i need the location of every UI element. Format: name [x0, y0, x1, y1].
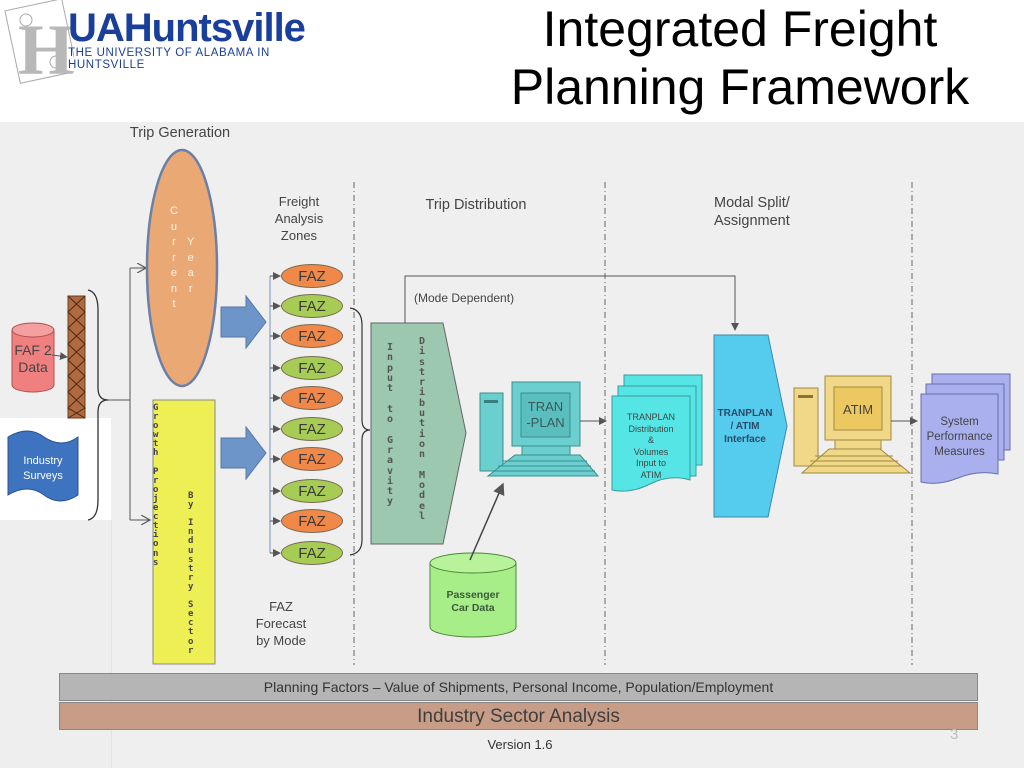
interface-label: TRANPLAN / ATIM Interface: [712, 407, 778, 446]
passenger-line-1: Passenger: [446, 589, 500, 601]
by-industry-sector-text: B y I n d u s t r y S e c t o r: [188, 491, 194, 656]
faf2-data-cylinder: [11, 322, 55, 393]
industry-surveys-label: Industry Surveys: [8, 454, 78, 484]
logo-emblem-icon: H: [4, 0, 74, 90]
uah-logo: H UAHuntsville THE UNIVERSITY OF ALABAMA…: [0, 0, 345, 90]
faf2-line-1: FAF 2: [14, 342, 52, 358]
faz-forecast-line-2: Forecast: [255, 616, 307, 631]
interface-line-2: / ATIM: [730, 421, 760, 432]
block-arrow-growth: [220, 425, 267, 481]
tranplan-docs-line: Input to: [635, 458, 667, 469]
page-number: 3: [950, 726, 959, 743]
tranplan-docs-line: ATIM: [640, 469, 662, 480]
tranplan-computer-icon: [479, 381, 600, 477]
faz-header: Freight Analysis Zones: [262, 193, 336, 244]
gravity-model-shape: [370, 322, 467, 545]
tranplan-line-1: TRAN: [527, 399, 564, 414]
faf2-label: FAF 2 Data: [8, 342, 58, 376]
faz-node: FAZ: [281, 264, 343, 288]
tranplan-line-2: -PLAN: [526, 415, 565, 430]
growth-projections-text: G r o w t h P r o j e c t i o n s: [153, 403, 159, 568]
title-line-2: Planning Framework: [510, 59, 970, 115]
system-performance-line: Measures: [934, 446, 985, 458]
faz-header-line-3: Zones: [280, 228, 318, 243]
faz-node: FAZ: [281, 417, 343, 441]
planning-factors-bar: Planning Factors – Value of Shipments, P…: [59, 673, 978, 701]
lattice-tower-icon: [67, 295, 86, 419]
faz-node: FAZ: [281, 541, 343, 565]
faz-node: FAZ: [281, 294, 343, 318]
tranplan-docs-line: &: [647, 435, 654, 446]
system-performance-docs: [920, 373, 1011, 484]
interface-line-1: TRANPLAN: [717, 408, 773, 419]
growth-projections-box: [152, 399, 216, 665]
tranplan-docs-stack: [611, 374, 703, 492]
faz-node: FAZ: [281, 386, 343, 410]
trip-distribution-label: Trip Distribution: [425, 197, 527, 213]
atim-screen-label: ATIM: [842, 402, 874, 417]
faf2-line-2: Data: [18, 359, 48, 375]
faz-node: FAZ: [281, 324, 343, 348]
faz-header-line-1: Freight: [278, 194, 320, 209]
faz-forecast-label: FAZ Forecast by Mode: [246, 598, 316, 649]
faz-arrows: [270, 272, 281, 557]
interface-shape: [713, 334, 788, 518]
system-performance-line: Performance: [926, 431, 993, 443]
current-year-text-2: Y e a r: [187, 236, 195, 295]
passenger-line-2: Car Data: [451, 602, 495, 614]
logo-subtitle: THE UNIVERSITY OF ALABAMA IN HUNTSVILLE: [68, 47, 270, 71]
current-year-text-1: C u r r e n t: [170, 205, 178, 310]
faf-arrow: [51, 352, 68, 361]
inputs-brace: [87, 289, 109, 521]
block-arrow-current: [220, 294, 267, 350]
faz-node: FAZ: [281, 356, 343, 380]
industry-surveys-shape: [7, 430, 79, 502]
modal-split-line-2: Assignment: [714, 213, 790, 229]
interface-line-3: Interface: [724, 434, 766, 445]
surveys-line-2: Surveys: [23, 470, 63, 482]
tranplan-docs-line: Volumes: [633, 446, 669, 457]
modal-split-label: Modal Split/ Assignment: [714, 194, 824, 230]
passenger-car-cylinder: [429, 552, 517, 638]
trip-generation-label: Trip Generation: [129, 125, 231, 141]
faz-node: FAZ: [281, 447, 343, 471]
tranplan-screen-label: TRAN -PLAN: [521, 399, 570, 431]
atim-computer-icon: [793, 375, 912, 474]
page-title: Integrated Freight Planning Framework: [440, 0, 1024, 116]
tranplan-docs-line: TRANPLAN: [626, 412, 675, 422]
passenger-car-label: Passenger Car Data: [430, 589, 516, 615]
system-performance-line: System: [940, 416, 979, 428]
faz-header-line-2: Analysis: [274, 211, 324, 226]
distribution-model-text: D i s t r i b u t i o n M o d e l: [419, 336, 426, 523]
faz-node: FAZ: [281, 479, 343, 503]
industry-sector-bar: Industry Sector Analysis: [59, 702, 978, 730]
surveys-line-1: Industry: [23, 455, 63, 467]
tranplan-docs-line: Distribution: [628, 423, 674, 434]
passenger-to-tranplan-arrow: [469, 482, 505, 561]
faz-brace: [349, 307, 371, 556]
version-label: Version 1.6: [487, 737, 553, 752]
logo-name: UAHuntsville: [68, 6, 306, 50]
faz-node: FAZ: [281, 509, 343, 533]
svg-text:H: H: [18, 10, 74, 90]
faz-forecast-line-1: FAZ: [269, 599, 293, 614]
input-to-gravity-text: I n p u t t o G r a v i t y: [387, 342, 394, 508]
modal-split-line-1: Modal Split/: [714, 195, 790, 211]
faz-forecast-line-3: by Mode: [256, 633, 306, 648]
title-line-1: Integrated Freight: [542, 1, 938, 57]
mode-dependent-label: (Mode Dependent): [414, 291, 515, 305]
current-year-ellipse: [145, 148, 219, 388]
mode-dependent-connector: [404, 275, 739, 331]
